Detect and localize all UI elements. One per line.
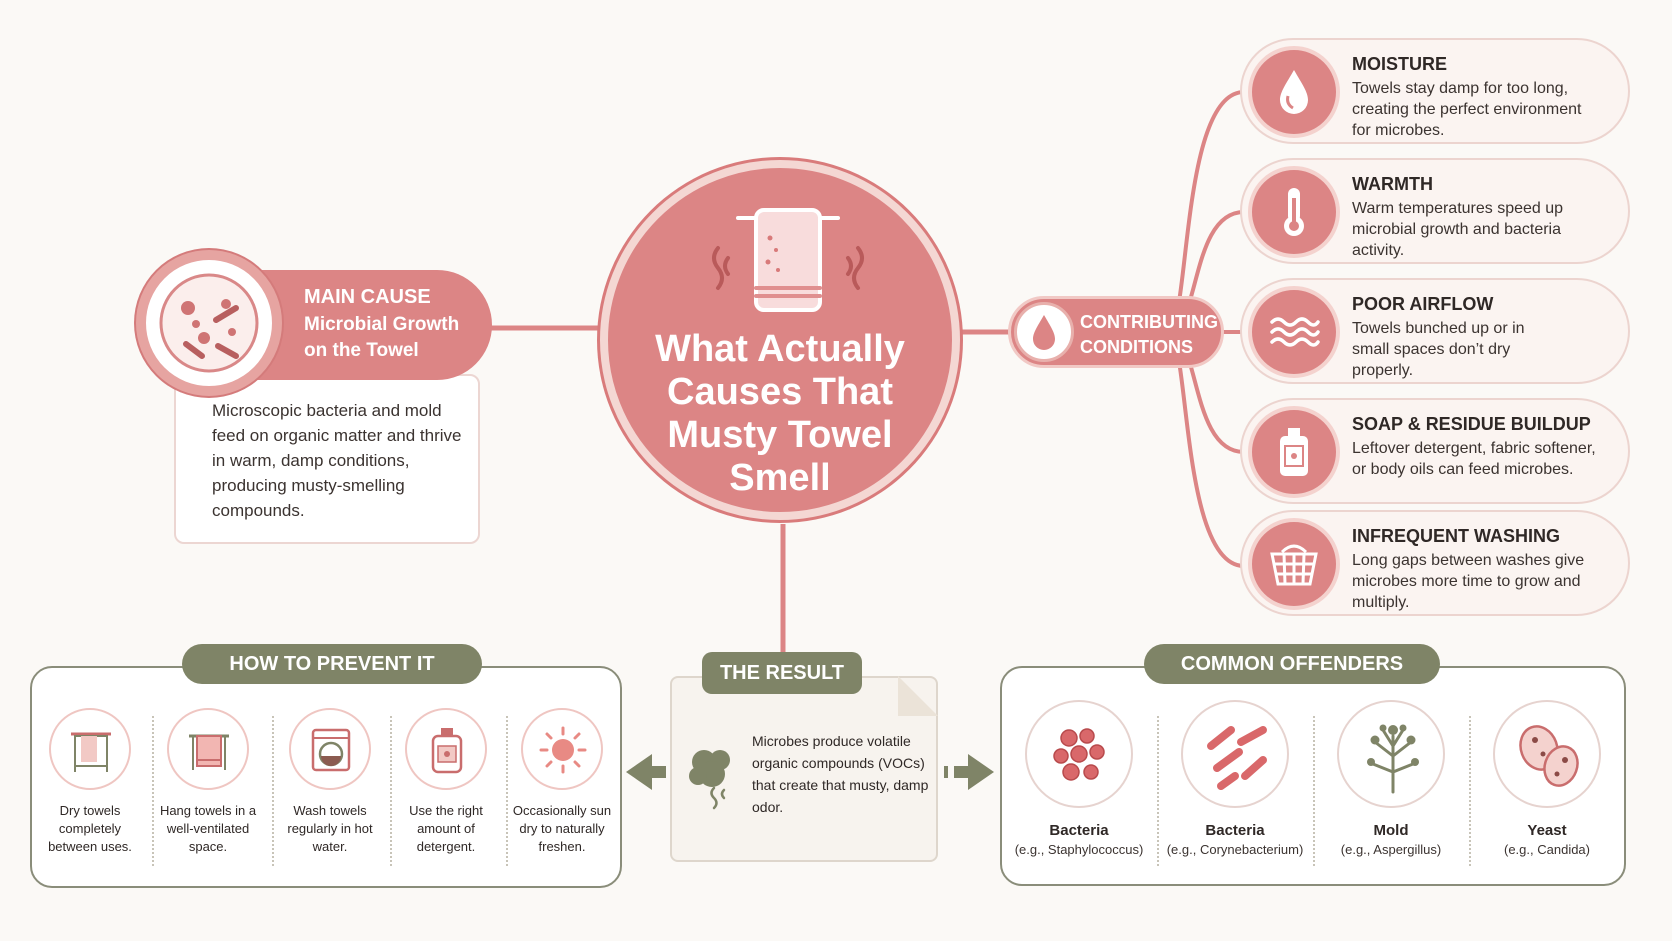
divider [1313, 716, 1315, 866]
offender-aspergillus: Mold (e.g., Aspergillus) [1316, 700, 1466, 857]
thermometer-icon [1248, 166, 1340, 258]
condition-title: SOAP & RESIDUE BUILDUP [1352, 414, 1591, 434]
central-topic-circle: What Actually Causes That Musty Towel Sm… [600, 160, 960, 520]
offender-example: (e.g., Candida) [1504, 842, 1590, 857]
condition-text: Towels stay damp for too long, creating … [1352, 80, 1582, 139]
hanging-towel-icon [167, 708, 249, 790]
water-drop-icon [1248, 46, 1340, 138]
divider [506, 716, 508, 866]
detergent-bottle-icon [405, 708, 487, 790]
towel-icon [712, 208, 864, 312]
condition-warmth: WARMTH Warm temperatures speed up microb… [1240, 158, 1630, 264]
prevent-tip-text: Dry towels completely between uses. [48, 803, 132, 854]
prevention-heading: HOW TO PREVENT IT [182, 644, 482, 684]
offender-example: (e.g., Staphylococcus) [1014, 842, 1144, 857]
condition-text: Long gaps between washes give microbes m… [1352, 552, 1585, 611]
condition-text: Warm temperatures speed up microbial gro… [1352, 200, 1564, 259]
condition-title: WARMTH [1352, 174, 1433, 194]
condition-title: MOISTURE [1352, 54, 1448, 74]
offender-name: Bacteria [1205, 822, 1265, 839]
page-title: What Actually Causes That Musty Towel Sm… [655, 328, 905, 499]
yeast-icon [1493, 700, 1601, 808]
prevent-tip-hang: Hang towels in a well-ventilated space. [152, 708, 264, 856]
result-description: Microbes produce volatile organic compou… [752, 733, 929, 815]
laundry-basket-icon [1248, 518, 1340, 610]
wind-waves-icon [1248, 286, 1340, 378]
prevent-tip-text: Use the right amount of detergent. [409, 803, 483, 854]
offenders-heading: COMMON OFFENDERS [1144, 644, 1440, 684]
divider [1157, 716, 1159, 866]
prevent-tip-text: Hang towels in a well-ventilated space. [159, 803, 257, 854]
condition-soap-residue: SOAP & RESIDUE BUILDUP Leftover detergen… [1240, 398, 1630, 504]
main-cause-heading: MAIN CAUSE [304, 286, 431, 308]
prevent-tip-dry: Dry towels completely between uses. [34, 708, 146, 856]
offender-example: (e.g., Aspergillus) [1340, 842, 1442, 857]
cocci-bacteria-icon [1025, 700, 1133, 808]
petri-dish-icon [136, 250, 282, 396]
offender-name: Mold [1373, 822, 1409, 839]
towel-rack-icon [49, 708, 131, 790]
divider [152, 716, 154, 866]
divider [272, 716, 274, 866]
main-cause-subtitle: Microbial Growth on the Towel [304, 314, 460, 361]
condition-poor-airflow: POOR AIRFLOW Towels bunched up or in sma… [1240, 278, 1630, 384]
washing-machine-icon [289, 708, 371, 790]
offender-corynebacterium: Bacteria (e.g., Corynebacterium) [1160, 700, 1310, 857]
offender-name: Yeast [1527, 822, 1567, 839]
prevent-tip-text: Occasionally sun dry to naturally freshe… [512, 803, 612, 854]
divider [1469, 716, 1471, 866]
offender-candida: Yeast (e.g., Candida) [1472, 700, 1622, 857]
offender-name: Bacteria [1049, 822, 1109, 839]
divider [390, 716, 392, 866]
sun-icon [521, 708, 603, 790]
prevent-tip-text: Wash towels regularly in hot water. [287, 803, 373, 854]
condition-text: Towels bunched up or in small spaces don… [1352, 320, 1525, 379]
condition-moisture: MOISTURE Towels stay damp for too long, … [1240, 38, 1630, 144]
result-heading: THE RESULT [702, 652, 862, 694]
condition-infrequent-washing: INFREQUENT WASHING Long gaps between was… [1240, 510, 1630, 616]
detergent-bottle-icon [1248, 406, 1340, 498]
main-cause-description: Microscopic bacteria and mold feed on or… [212, 401, 462, 520]
contributing-conditions-label: CONTRIBUTING CONDITIONS [1080, 312, 1218, 357]
offender-staphylococcus: Bacteria (e.g., Staphylococcus) [1004, 700, 1154, 857]
prevent-tip-detergent: Use the right amount of detergent. [390, 708, 502, 856]
rod-bacteria-icon [1181, 700, 1289, 808]
condition-text: Leftover detergent, fabric softener, or … [1352, 440, 1596, 478]
condition-title: POOR AIRFLOW [1352, 294, 1494, 314]
prevent-tip-wash: Wash towels regularly in hot water. [274, 708, 386, 856]
mold-icon [1337, 700, 1445, 808]
page-fold-corner [898, 676, 938, 716]
offender-example: (e.g., Corynebacterium) [1166, 842, 1304, 857]
prevent-tip-sun: Occasionally sun dry to naturally freshe… [506, 708, 618, 856]
odor-cloud-icon [689, 750, 730, 810]
water-drop-icon [1014, 302, 1074, 362]
condition-title: INFREQUENT WASHING [1352, 526, 1561, 546]
